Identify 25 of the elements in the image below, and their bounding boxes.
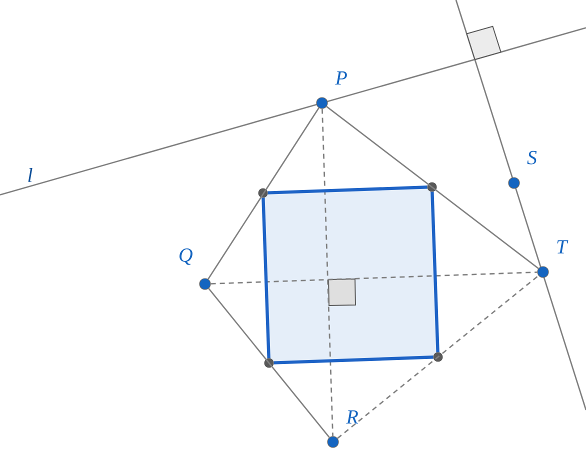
node-label: P [335, 71, 347, 85]
segment [274, 356, 434, 364]
labeled-point: P [316, 71, 347, 109]
segment [262, 198, 270, 358]
segment [208, 288, 330, 438]
segment [268, 186, 428, 194]
node-label: R [346, 410, 358, 424]
segment [326, 106, 539, 270]
segment [337, 275, 539, 439]
vertex-point [258, 188, 268, 198]
segment [322, 108, 334, 436]
labeled-point: R [327, 410, 358, 448]
vertex-point [264, 358, 274, 368]
labeled-point: T [537, 240, 568, 278]
segment [210, 272, 538, 284]
node-label: Q [180, 248, 192, 265]
segment [430, 192, 440, 352]
segment [208, 107, 320, 280]
line-label: l [28, 168, 32, 182]
node-label: T [557, 240, 568, 254]
labeled-point: Q [180, 248, 211, 290]
labeled-point: S [508, 150, 537, 189]
vertex-point [427, 182, 437, 192]
node-label: S [527, 150, 537, 164]
vertex-point [433, 352, 443, 362]
